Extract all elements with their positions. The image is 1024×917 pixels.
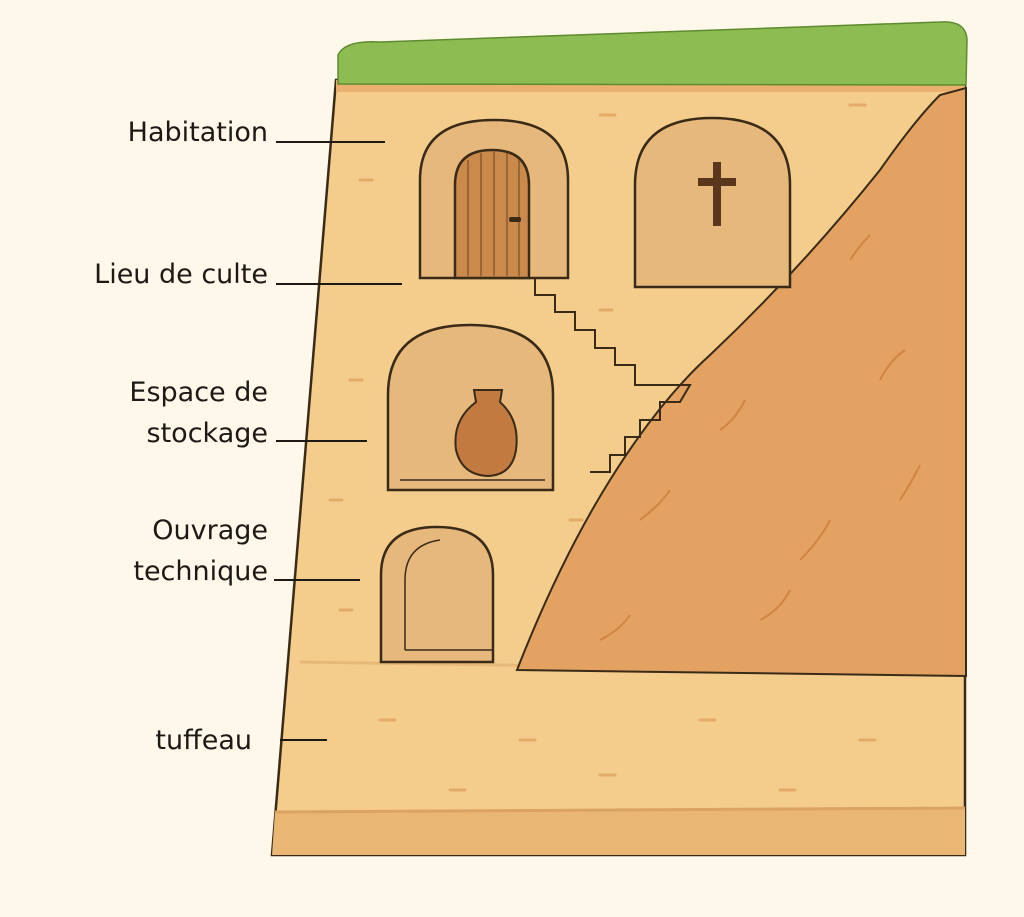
leader-lines xyxy=(274,141,402,741)
label-line: Espace de xyxy=(129,377,268,408)
grass-layer xyxy=(337,21,968,86)
cross-icon xyxy=(713,162,721,226)
slope-hill xyxy=(515,86,967,678)
jar-icon xyxy=(454,389,518,478)
habitation-niche xyxy=(418,118,570,280)
espace-de-stockage-niche xyxy=(386,323,555,492)
lieu-de-culte-niche xyxy=(633,116,792,289)
label-habitation: Habitation xyxy=(127,117,268,148)
label-lieu-de-culte: Lieu de culte xyxy=(94,259,268,290)
label-line: stockage xyxy=(146,418,268,449)
label-tuffeau: tuffeau xyxy=(155,725,252,756)
label-ouvrage-technique: Ouvrage technique xyxy=(40,510,268,592)
stairs xyxy=(534,278,692,473)
label-line: Ouvrage xyxy=(152,515,268,546)
bottom-stratum xyxy=(272,808,965,855)
ouvrage-technique-niche xyxy=(379,525,495,664)
label-espace-de-stockage: Espace de stockage xyxy=(40,372,268,454)
label-line: technique xyxy=(133,556,268,587)
door xyxy=(453,148,531,280)
